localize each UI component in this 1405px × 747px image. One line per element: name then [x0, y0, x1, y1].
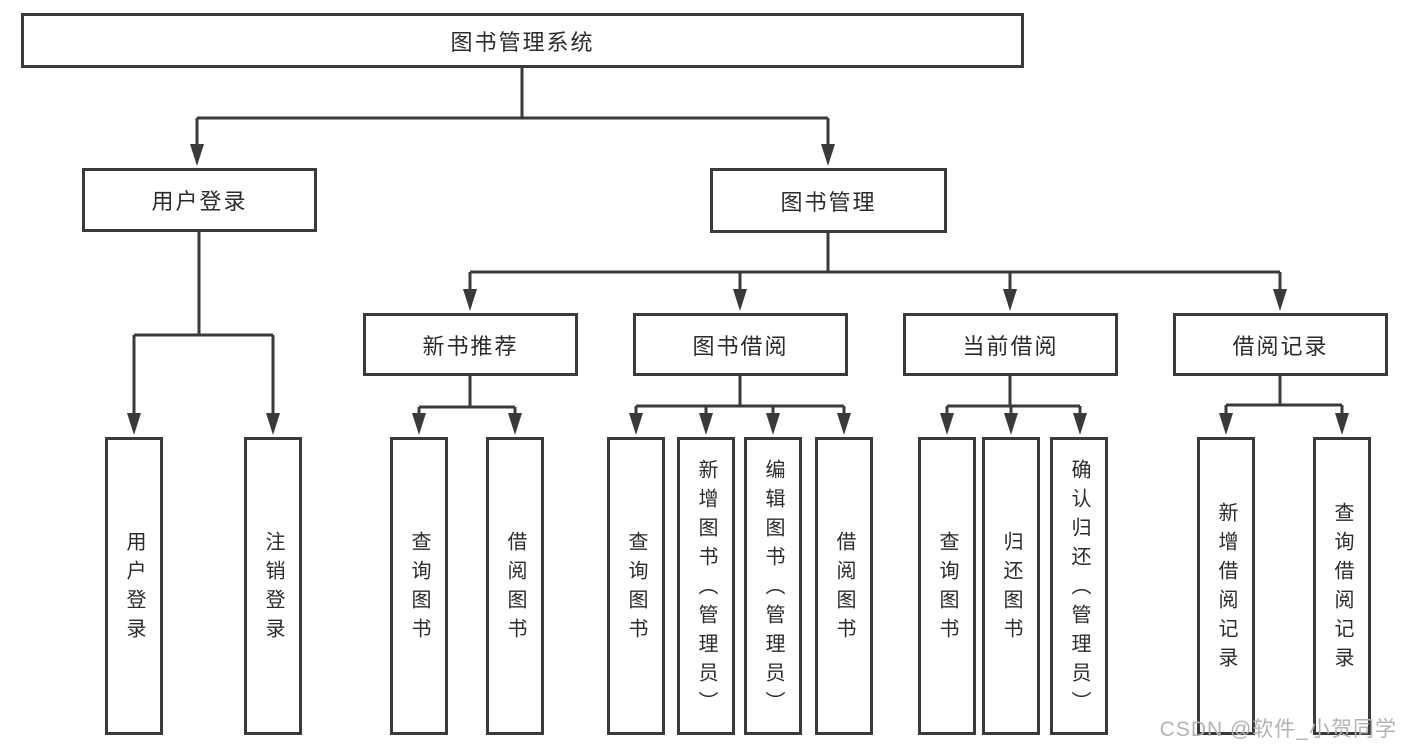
leaf-current-query-book: 查询图书 — [918, 437, 976, 735]
leaf-add-book-admin: 新增图书（管理员） — [677, 437, 735, 735]
leaf-logout: 注销登录 — [244, 437, 302, 735]
node-borrow-records: 借阅记录 — [1173, 313, 1388, 376]
leaf-borrow-book: 借阅图书 — [815, 437, 873, 735]
csdn-watermark: CSDN @软件_小贺同学 — [1159, 718, 1397, 741]
node-book-borrow: 图书借阅 — [633, 313, 848, 376]
leaf-return-book: 归还图书 — [982, 437, 1040, 735]
leaf-add-borrow-record: 新增借阅记录 — [1197, 437, 1255, 735]
arrowheads — [127, 144, 1349, 435]
node-current-borrow: 当前借阅 — [903, 313, 1118, 376]
leaf-recommend-borrow-book: 借阅图书 — [486, 437, 544, 735]
node-new-book-recommend: 新书推荐 — [363, 313, 578, 376]
node-root: 图书管理系统 — [21, 13, 1024, 68]
leaf-recommend-query-book: 查询图书 — [390, 437, 448, 735]
leaf-confirm-return-admin: 确认归还（管理员） — [1050, 437, 1108, 735]
node-user-login: 用户登录 — [82, 168, 317, 232]
node-book-management: 图书管理 — [710, 168, 947, 233]
leaf-query-borrow-record: 查询借阅记录 — [1313, 437, 1371, 735]
leaf-edit-book-admin: 编辑图书（管理员） — [744, 437, 802, 735]
leaf-user-login: 用户登录 — [105, 437, 163, 735]
leaf-borrow-query-book: 查询图书 — [607, 437, 665, 735]
